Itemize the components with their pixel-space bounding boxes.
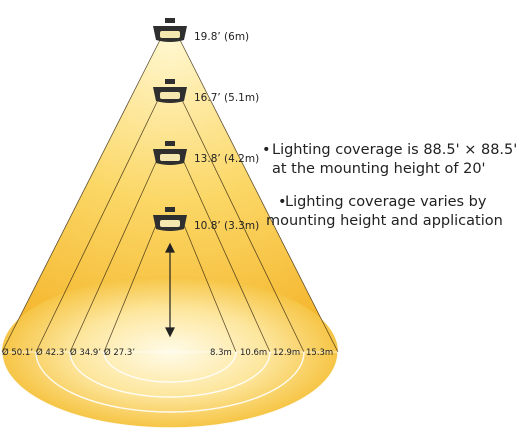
coverage-note-line1: Lighting coverage is 88.5' × 88.5'	[272, 142, 517, 158]
height-arrow	[165, 242, 175, 338]
fixture-mount	[165, 18, 175, 23]
cone-lines	[1, 39, 339, 353]
height-label-1: 19.8’ (6m)	[194, 31, 249, 43]
fixture-lens	[160, 220, 180, 227]
fixture-mount	[165, 207, 175, 212]
coverage-diagram: 19.8’ (6m) 16.7’ (5.1m) 13.8’ (4.2m) 10.…	[1, 18, 339, 429]
fixture-4	[153, 207, 187, 231]
floor-ring-2	[35, 351, 305, 413]
height-label-2: 16.7’ (5.1m)	[194, 92, 259, 104]
varies-bullet: •	[278, 194, 287, 210]
diameter-ft-1: Ø 50.1’	[2, 347, 33, 358]
diameter-m-2: 10.6m	[240, 348, 267, 358]
fixture-lens	[160, 154, 180, 161]
fixture-lens	[160, 92, 180, 99]
fixture-2	[153, 79, 187, 103]
varies-note-line1: Lighting coverage varies by	[285, 194, 487, 210]
fixture-mount	[165, 141, 175, 146]
diameter-m-3: 12.9m	[273, 348, 300, 358]
diameter-ft-3: Ø 34.9’	[70, 347, 101, 358]
fixture-3	[153, 141, 187, 165]
coverage-bullet: •	[262, 142, 271, 158]
diameter-ft-4: Ø 27.3’	[104, 347, 135, 358]
height-label-4: 10.8’ (3.3m)	[194, 220, 259, 232]
floor-ring-3	[69, 351, 271, 398]
fixture-1	[153, 18, 187, 42]
height-label-3: 13.8’ (4.2m)	[194, 153, 259, 165]
diameter-m-1: 8.3m	[210, 348, 232, 358]
varies-note-line2: mounting height and application	[266, 213, 503, 229]
light-cone	[2, 40, 338, 352]
coverage-note-line2: at the mounting height of 20'	[272, 161, 486, 177]
diameter-m-4: 15.3m	[306, 348, 333, 358]
fixture-lens	[160, 31, 180, 38]
floor-ring-4	[103, 351, 237, 383]
diameter-ft-2: Ø 42.3’	[36, 347, 67, 358]
fixture-mount	[165, 79, 175, 84]
floor-ring-1	[1, 351, 339, 429]
floor-rings	[1, 351, 339, 429]
